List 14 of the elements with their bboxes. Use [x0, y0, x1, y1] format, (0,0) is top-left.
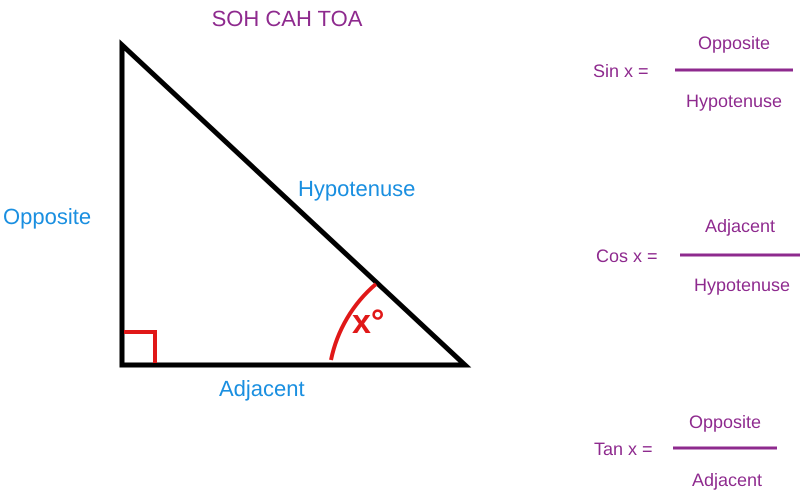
formula-label: Cos x =: [596, 245, 658, 268]
numerator-label: Opposite: [698, 32, 770, 55]
denominator-label: Adjacent: [692, 469, 762, 492]
angle-label: x°: [352, 305, 385, 339]
side-label: Hypotenuse: [298, 175, 416, 203]
denominator-label: Hypotenuse: [686, 90, 782, 113]
numerator-label: Opposite: [688, 411, 762, 434]
side-label: Opposite: [3, 203, 92, 231]
numerator-label: Adjacent: [704, 215, 776, 238]
side-label: Adjacent: [219, 375, 305, 403]
formula-label: Tan x =: [594, 438, 653, 461]
formula-label: Sin x =: [593, 60, 649, 83]
title: SOH CAH TOA: [212, 5, 362, 33]
denominator-label: Hypotenuse: [694, 274, 790, 297]
